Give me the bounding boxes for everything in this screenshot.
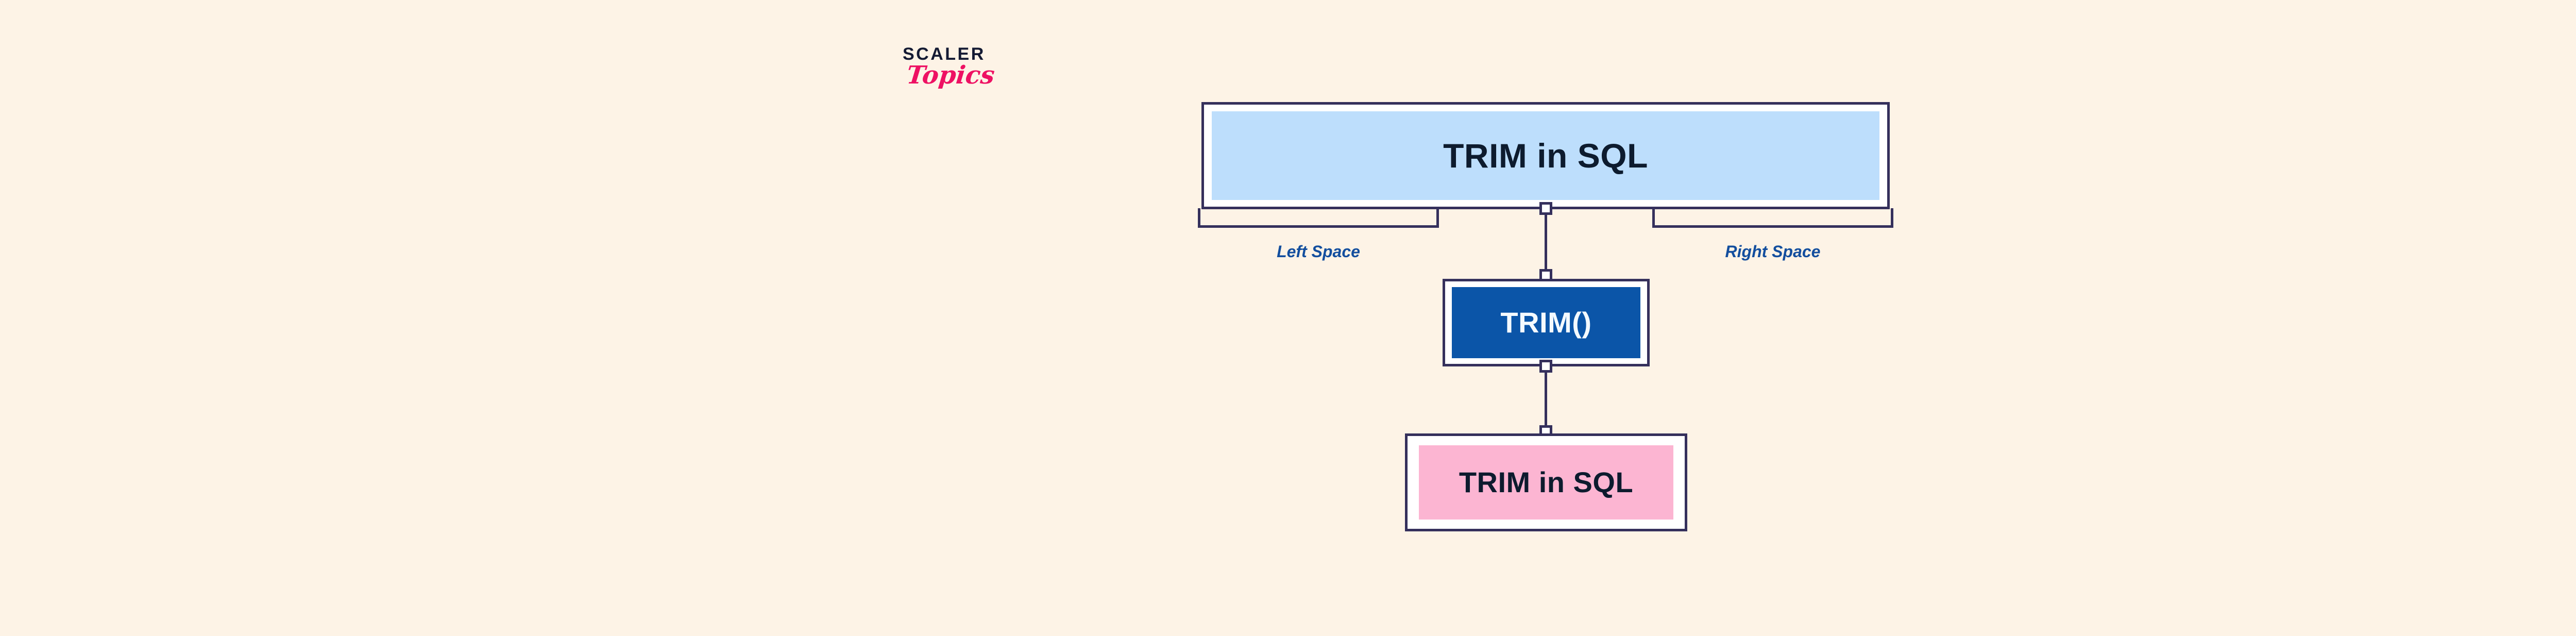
connector-function-to-output <box>1545 365 1547 435</box>
connector-node-function-bottom <box>1539 360 1552 373</box>
right-space-label: Right Space <box>1725 242 1821 261</box>
output-string-label: TRIM in SQL <box>1419 445 1673 520</box>
logo-wordmark-scaler: SCALER <box>903 44 986 64</box>
connector-input-to-function <box>1545 208 1547 280</box>
left-space-bracket <box>1198 208 1439 228</box>
output-string-box: TRIM in SQL <box>1405 433 1687 531</box>
connector-node-input-side <box>1539 202 1552 215</box>
scaler-topics-logo: SCALER Topics <box>903 45 1037 118</box>
trim-function-label: TRIM() <box>1452 287 1640 358</box>
input-string-box: TRIM in SQL <box>1201 102 1890 209</box>
left-space-label: Left Space <box>1277 242 1360 261</box>
right-space-bracket <box>1652 208 1893 228</box>
input-string-label: TRIM in SQL <box>1212 111 1879 200</box>
logo-wordmark-topics: Topics <box>905 61 996 90</box>
trim-function-box: TRIM() <box>1443 279 1650 366</box>
